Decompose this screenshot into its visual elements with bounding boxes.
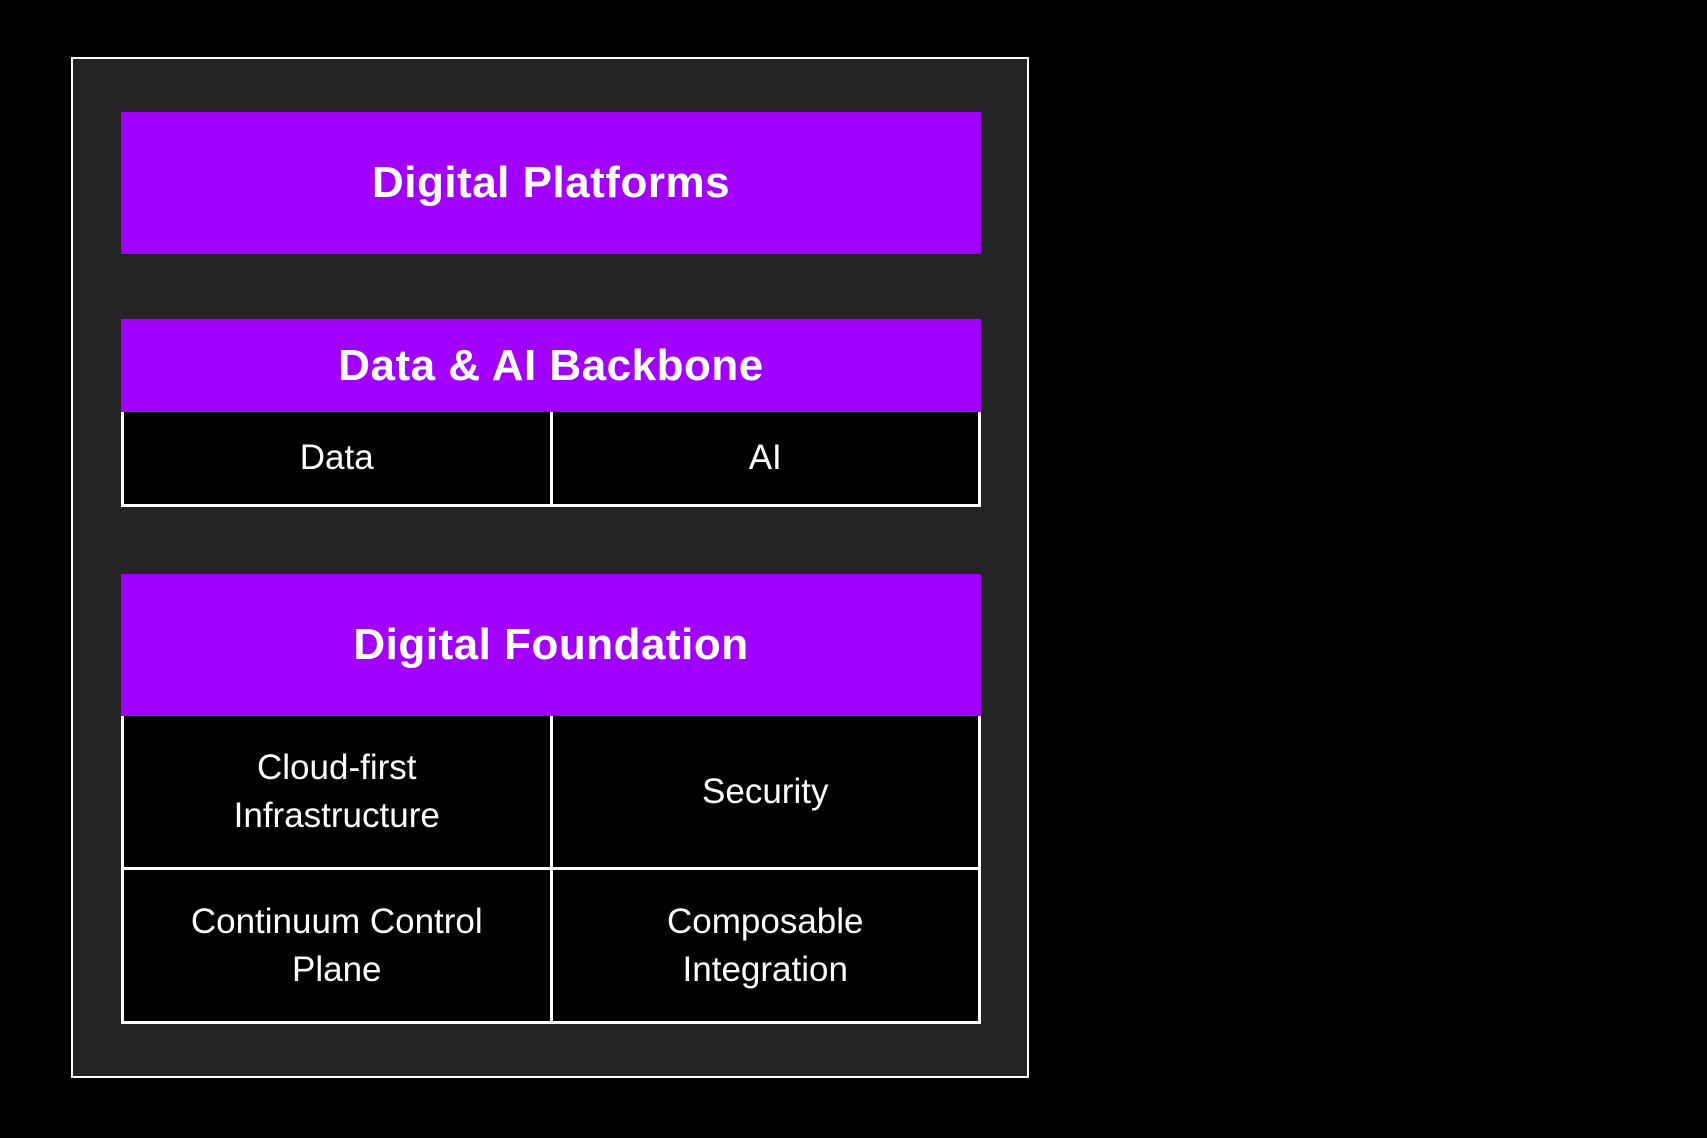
data-ai-backbone-label: Data & AI Backbone: [338, 340, 764, 390]
cell-cloud-first-infrastructure: Cloud-first Infrastructure: [124, 716, 550, 867]
digital-foundation-header: Digital Foundation: [121, 574, 981, 716]
diagram-frame: Digital Platforms Data & AI Backbone Dat…: [71, 57, 1029, 1078]
cell-ai: AI: [552, 412, 978, 504]
digital-platforms-block: Digital Platforms: [121, 112, 981, 254]
digital-platforms-label: Digital Platforms: [371, 158, 731, 207]
cell-continuum-control-plane: Continuum Control Plane: [124, 870, 550, 1021]
cell-data: Data: [124, 412, 550, 504]
digital-foundation-grid: Cloud-first Infrastructure Security Cont…: [121, 716, 981, 1024]
cell-security: Security: [552, 716, 978, 867]
data-ai-table: Data AI: [121, 412, 981, 507]
data-ai-backbone-header: Data & AI Backbone: [121, 319, 981, 412]
digital-foundation-label: Digital Foundation: [353, 620, 749, 669]
cell-composable-integration: Composable Integration: [552, 870, 978, 1021]
